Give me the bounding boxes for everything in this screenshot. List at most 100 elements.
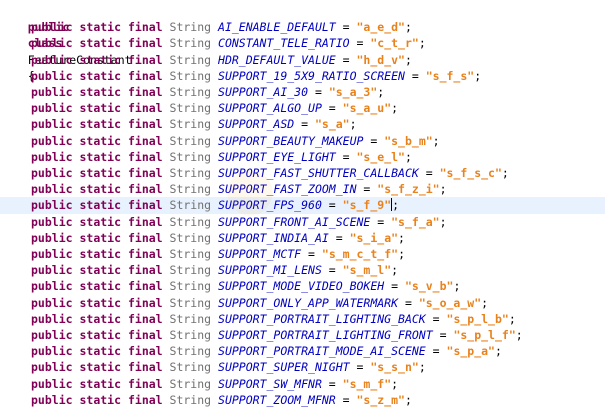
modifier-final: final	[127, 279, 163, 294]
modifier-static: static	[79, 279, 122, 294]
field-type: String	[169, 149, 212, 164]
semicolon: ;	[392, 198, 400, 213]
semicolon: ;	[377, 85, 385, 99]
field-name: SUPPORT_ASD	[218, 117, 295, 132]
field-value: "s_s_n"	[370, 360, 419, 375]
modifier-static: static	[79, 20, 122, 35]
field-name: CONSTANT_TELE_RATIO	[218, 36, 350, 51]
field-value: "s_f_z_i"	[377, 182, 440, 197]
field-name: SUPPORT_AI_30	[218, 85, 309, 99]
modifier-public: public	[31, 344, 73, 359]
modifier-public: public	[31, 247, 73, 261]
field-declaration-line[interactable]: public static final String SUPPORT_MI_LE…	[0, 262, 605, 278]
field-declaration-line[interactable]: public static final String CONSTANT_TELE…	[0, 35, 605, 51]
field-declaration-line[interactable]: public static final String HDR_DEFAULT_V…	[0, 52, 605, 68]
modifier-final: final	[127, 166, 163, 180]
field-type: String	[169, 166, 212, 180]
field-value: "a_e_d"	[356, 20, 405, 35]
class-name: FeatureConstant	[27, 52, 132, 67]
field-declaration-line[interactable]: public static final String SUPPORT_AI_30…	[0, 84, 605, 100]
field-type: String	[169, 230, 212, 245]
field-declaration-line[interactable]: public static final String SUPPORT_PORTR…	[0, 311, 605, 327]
field-value: "s_v_b"	[404, 279, 454, 294]
semicolon: ;	[349, 117, 357, 132]
field-declaration-line[interactable]: public static final String SUPPORT_19_5X…	[0, 68, 605, 84]
modifier-public: public	[31, 36, 73, 51]
semicolon: ;	[474, 68, 482, 83]
assignment-operator: =	[335, 52, 357, 67]
modifier-static: static	[79, 344, 122, 359]
field-declaration-line[interactable]: public static final String SUPPORT_ASD =…	[0, 116, 605, 132]
modifier-final: final	[127, 360, 163, 375]
field-declaration-line[interactable]: public static final String SUPPORT_MCTF …	[0, 246, 605, 262]
assignment-operator: =	[321, 198, 343, 213]
field-name: SUPPORT_MCTF	[218, 247, 302, 261]
semicolon: ;	[404, 52, 412, 67]
modifier-static: static	[79, 263, 122, 278]
field-declaration-line[interactable]: public static final String SUPPORT_ALGO_…	[0, 100, 605, 116]
field-declaration-line[interactable]: public static final String SUPPORT_FAST_…	[0, 181, 605, 197]
field-name: SUPPORT_FPS_960	[218, 198, 322, 213]
modifier-static: static	[79, 36, 122, 51]
field-value: "s_m_l"	[342, 263, 392, 278]
assignment-operator: =	[294, 117, 315, 132]
field-name: SUPPORT_BEAUTY_MAKEUP	[218, 133, 364, 148]
text-caret	[391, 198, 393, 212]
modifier-static: static	[79, 311, 122, 326]
assignment-operator: =	[321, 263, 343, 278]
modifier-static: static	[79, 101, 122, 116]
field-name: SUPPORT_SUPER_NIGHT	[218, 360, 350, 375]
semicolon: ;	[432, 133, 440, 148]
field-value: "s_f_a"	[391, 214, 440, 229]
field-declaration-line[interactable]: public static final String SUPPORT_MODE_…	[0, 278, 605, 294]
field-declaration-line[interactable]: public static final String SUPPORT_INDIA…	[0, 230, 605, 246]
field-type: String	[169, 20, 212, 35]
field-declaration-line[interactable]: public static final String AI_ENABLE_DEF…	[0, 19, 605, 35]
field-declaration-line[interactable]: public static final String SUPPORT_SW_MF…	[0, 376, 605, 392]
modifier-static: static	[79, 376, 122, 391]
class-declaration-line[interactable]: public class FeatureConstant {	[0, 3, 605, 83]
modifier-static: static	[79, 230, 122, 245]
field-name: SUPPORT_EYE_LIGHT	[218, 149, 336, 164]
field-type: String	[169, 117, 212, 132]
field-declaration-line[interactable]: public static final String SUPPORT_FPS_9…	[0, 197, 605, 214]
modifier-public: public	[31, 166, 73, 180]
field-value: "s_z_m"	[356, 392, 405, 407]
field-value: "s_p_l_b"	[446, 311, 509, 326]
assignment-operator: =	[301, 247, 322, 261]
field-declaration-line[interactable]: public static final String SUPPORT_FAST_…	[0, 165, 605, 181]
field-name: SUPPORT_FAST_SHUTTER_CALLBACK	[218, 166, 419, 180]
modifier-public: public	[31, 20, 73, 35]
field-type: String	[169, 360, 212, 375]
field-declaration-line[interactable]: public static final String SUPPORT_BEAUT…	[0, 133, 605, 149]
field-declaration-line[interactable]: public static final String SUPPORT_FRONT…	[0, 214, 605, 230]
field-declaration-line[interactable]: public static final String SUPPORT_SUPER…	[0, 359, 605, 375]
modifier-final: final	[127, 247, 163, 261]
field-value: "s_m_c_t_f"	[321, 247, 399, 261]
field-declaration-line[interactable]: public static final String SUPPORT_ONLY_…	[0, 295, 605, 311]
field-value: "c_t_r"	[370, 36, 419, 51]
modifier-public: public	[31, 117, 73, 132]
field-type: String	[169, 295, 212, 310]
field-name: SUPPORT_PORTRAIT_LIGHTING_FRONT	[218, 328, 433, 342]
semicolon: ;	[508, 311, 516, 326]
assignment-operator: =	[418, 166, 440, 180]
modifier-public: public	[31, 52, 73, 67]
field-declaration-line[interactable]: public static final String SUPPORT_PORTR…	[0, 343, 605, 359]
modifier-public: public	[31, 133, 73, 148]
field-declaration-line[interactable]: public static final String SUPPORT_EYE_L…	[0, 149, 605, 165]
modifier-final: final	[127, 328, 163, 342]
field-type: String	[169, 311, 212, 326]
semicolon: ;	[398, 230, 405, 245]
modifier-final: final	[127, 214, 163, 229]
field-name: HDR_DEFAULT_VALUE	[218, 52, 336, 67]
semicolon: ;	[404, 392, 412, 407]
field-type: String	[169, 85, 212, 99]
modifier-final: final	[127, 311, 163, 326]
assignment-operator: =	[349, 360, 371, 375]
field-declaration-line[interactable]: public static final String SUPPORT_PORTR…	[0, 327, 605, 343]
semicolon: ;	[453, 279, 461, 294]
field-declaration-line[interactable]: public static final String SUPPORT_ZOOM_…	[0, 392, 605, 408]
modifier-static: static	[79, 52, 122, 67]
